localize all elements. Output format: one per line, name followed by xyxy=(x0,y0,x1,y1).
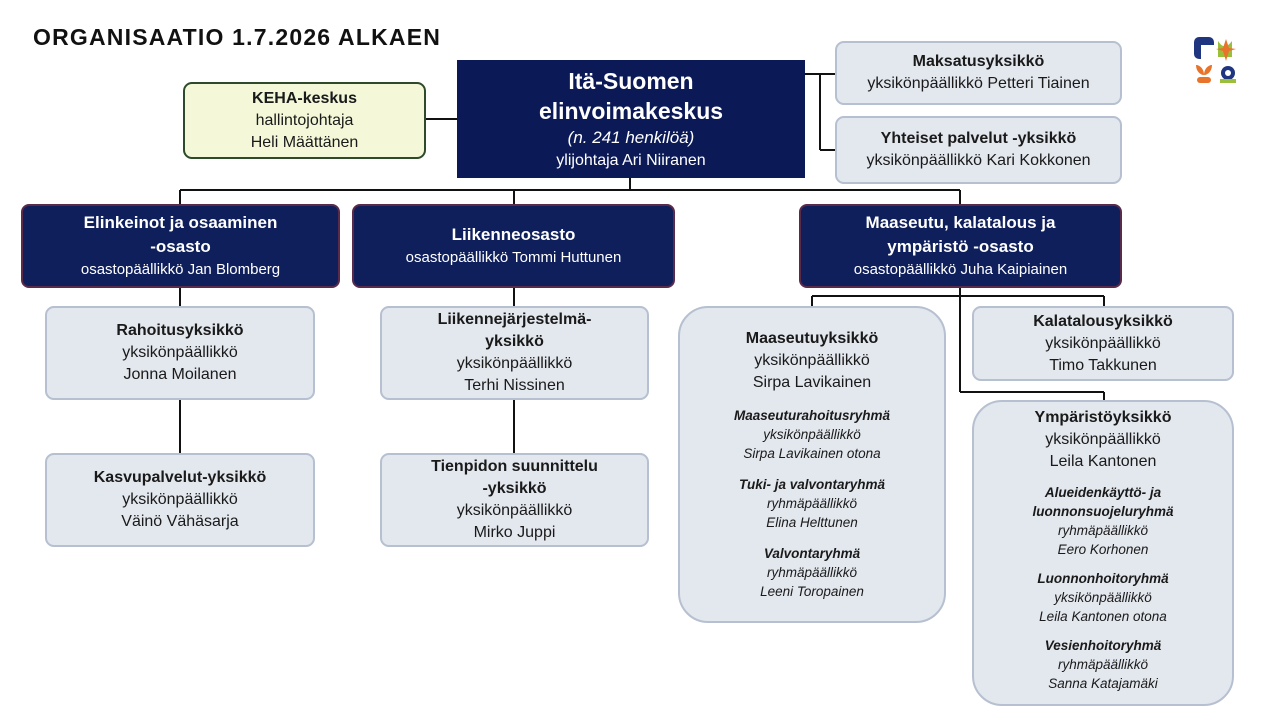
maaseutu-person: Sirpa Lavikainen xyxy=(752,374,872,391)
group-name-line1: Alueidenkäyttö- ja xyxy=(1044,485,1162,500)
group-person: Sirpa Lavikainen otona xyxy=(743,446,881,461)
ymparisto-person: Leila Kantonen xyxy=(1049,453,1157,470)
group-person: Leila Kantonen otona xyxy=(1039,609,1167,624)
group-name: Maaseuturahoitusryhmä xyxy=(733,408,891,423)
keha-person: Heli Määttänen xyxy=(250,133,359,151)
department-maaseutu: Maaseutu, kalatalous ja ympäristö -osast… xyxy=(799,204,1122,288)
yhteiset-leader: yksikönpäällikkö Kari Kokkonen xyxy=(866,152,1091,169)
dept1-leader: osastopäällikkö Jan Blomberg xyxy=(80,261,281,278)
page-title: ORGANISAATIO 1.7.2026 ALKAEN xyxy=(33,24,442,50)
tienpidon-suunnittelu-box: Tienpidon suunnittelu -yksikkö yksikönpä… xyxy=(380,453,649,547)
organization-logo-icon xyxy=(1194,37,1236,83)
kalatalousyksikko-box: Kalatalousyksikkö yksikönpäällikkö Timo … xyxy=(972,306,1234,381)
main-leader: ylijohtaja Ari Niiranen xyxy=(556,152,706,169)
maaseutu-role: yksikönpäällikkö xyxy=(754,352,870,369)
group-role: ryhmäpäällikkö xyxy=(1057,523,1149,538)
department-elinkeinot: Elinkeinot ja osaaminen -osasto osastopä… xyxy=(21,204,340,288)
dept2-leader: osastopäällikkö Tommi Huttunen xyxy=(405,249,622,266)
kalatalous-person: Timo Takkunen xyxy=(1049,356,1157,374)
tienpito-name2: -yksikkö xyxy=(482,480,547,497)
dept3-title-line1: Maaseutu, kalatalous ja xyxy=(865,213,1056,232)
rahoitus-person: Jonna Moilanen xyxy=(123,366,237,383)
kalatalous-name: Kalatalousyksikkö xyxy=(1033,312,1173,330)
tienpito-name1: Tienpidon suunnittelu xyxy=(431,458,598,475)
liikennejarj-name2: yksikkö xyxy=(485,333,544,350)
maaseutuyksikko-box: Maaseutuyksikkö yksikönpäällikkö Sirpa L… xyxy=(678,306,946,623)
logo xyxy=(1192,35,1244,87)
maksatus-leader: yksikönpäällikkö Petteri Tiainen xyxy=(867,75,1090,92)
group-vesienhoito: Vesienhoitoryhmä ryhmäpäällikkö Sanna Ka… xyxy=(1045,636,1162,693)
main-title-line1: Itä-Suomen xyxy=(568,68,694,94)
kasvu-person: Väinö Vähäsarja xyxy=(121,513,239,530)
ymparisto-role: yksikönpäällikkö xyxy=(1045,431,1161,448)
liikennejarj-name1: Liikennejärjestelmä- xyxy=(437,311,592,328)
group-maaseuturahoitus: Maaseuturahoitusryhmä yksikönpäällikkö S… xyxy=(734,406,890,463)
ymparistoyksikko-box: Ympäristöyksikkö yksikönpäällikkö Leila … xyxy=(972,400,1234,706)
group-name: Vesienhoitoryhmä xyxy=(1044,638,1162,653)
group-name: Tuki- ja valvontaryhmä xyxy=(738,477,886,492)
department-liikenne: Liikenneosasto osastopäällikkö Tommi Hut… xyxy=(352,204,675,288)
keha-role: hallintojohtaja xyxy=(255,111,354,129)
group-person: Elina Helttunen xyxy=(766,515,858,530)
maksatusyksikko-box: Maksatusyksikkö yksikönpäällikkö Petteri… xyxy=(835,41,1122,105)
kasvupalvelut-box: Kasvupalvelut-yksikkö yksikönpäällikkö V… xyxy=(45,453,315,547)
maaseutu-name: Maaseutuyksikkö xyxy=(745,330,879,347)
rahoitus-role: yksikönpäällikkö xyxy=(122,344,238,361)
keha-name: KEHA-keskus xyxy=(252,89,357,107)
yhteiset-name: Yhteiset palvelut -yksikkö xyxy=(880,130,1077,147)
group-role: yksikönpäällikkö xyxy=(1054,590,1152,605)
rahoitus-name: Rahoitusyksikkö xyxy=(116,322,244,339)
liikennejarjestelma-box: Liikennejärjestelmä- yksikkö yksikönpääl… xyxy=(380,306,649,400)
kalatalous-role: yksikönpäällikkö xyxy=(1045,334,1161,352)
dept3-leader: osastopäällikkö Juha Kaipiainen xyxy=(853,261,1068,278)
group-name: Luonnonhoitoryhmä xyxy=(1037,571,1169,586)
group-alueidenkaytto: Alueidenkäyttö- ja luonnonsuojeluryhmä r… xyxy=(1032,483,1173,559)
group-name: Valvontaryhmä xyxy=(763,546,861,561)
main-title-line2: elinvoimakeskus xyxy=(538,98,724,124)
yhteiset-palvelut-box: Yhteiset palvelut -yksikkö yksikönpäälli… xyxy=(835,116,1122,184)
kasvu-role: yksikönpäällikkö xyxy=(122,491,238,508)
group-person: Eero Korhonen xyxy=(1057,542,1149,557)
group-role: ryhmäpäällikkö xyxy=(766,496,858,511)
dept3-title-line2: ympäristö -osasto xyxy=(887,237,1034,256)
tienpito-person: Mirko Juppi xyxy=(473,524,556,541)
tienpito-role: yksikönpäällikkö xyxy=(456,502,573,519)
group-role: ryhmäpäällikkö xyxy=(766,565,858,580)
group-person: Leeni Toropainen xyxy=(760,584,864,599)
maksatus-name: Maksatusyksikkö xyxy=(912,53,1045,70)
group-name-line2: luonnonsuojeluryhmä xyxy=(1032,504,1174,519)
keha-keskus-box: KEHA-keskus hallintojohtaja Heli Määttän… xyxy=(183,82,426,159)
kasvu-name: Kasvupalvelut-yksikkö xyxy=(93,469,267,486)
rahoitusyksikko-box: Rahoitusyksikkö yksikönpäällikkö Jonna M… xyxy=(45,306,315,400)
group-person: Sanna Katajamäki xyxy=(1048,676,1158,691)
liikennejarj-role: yksikönpäällikkö xyxy=(456,355,573,372)
dept1-title-line2: -osasto xyxy=(150,237,211,256)
group-valvonta: Valvontaryhmä ryhmäpäällikkö Leeni Torop… xyxy=(760,544,864,601)
group-tuki-valvonta: Tuki- ja valvontaryhmä ryhmäpäällikkö El… xyxy=(739,475,885,532)
liikennejarj-person: Terhi Nissinen xyxy=(464,377,565,394)
main-staff-count: (n. 241 henkilöä) xyxy=(567,128,695,147)
group-luonnonhoito: Luonnonhoitoryhmä yksikönpäällikkö Leila… xyxy=(1037,569,1168,626)
group-role: ryhmäpäällikkö xyxy=(1057,657,1149,672)
main-organization-box: Itä-Suomen elinvoimakeskus (n. 241 henki… xyxy=(457,60,805,178)
dept1-title-line1: Elinkeinot ja osaaminen xyxy=(83,213,278,232)
dept2-title: Liikenneosasto xyxy=(451,225,576,244)
group-role: yksikönpäällikkö xyxy=(763,427,861,442)
ymparisto-name: Ympäristöyksikkö xyxy=(1034,409,1172,426)
